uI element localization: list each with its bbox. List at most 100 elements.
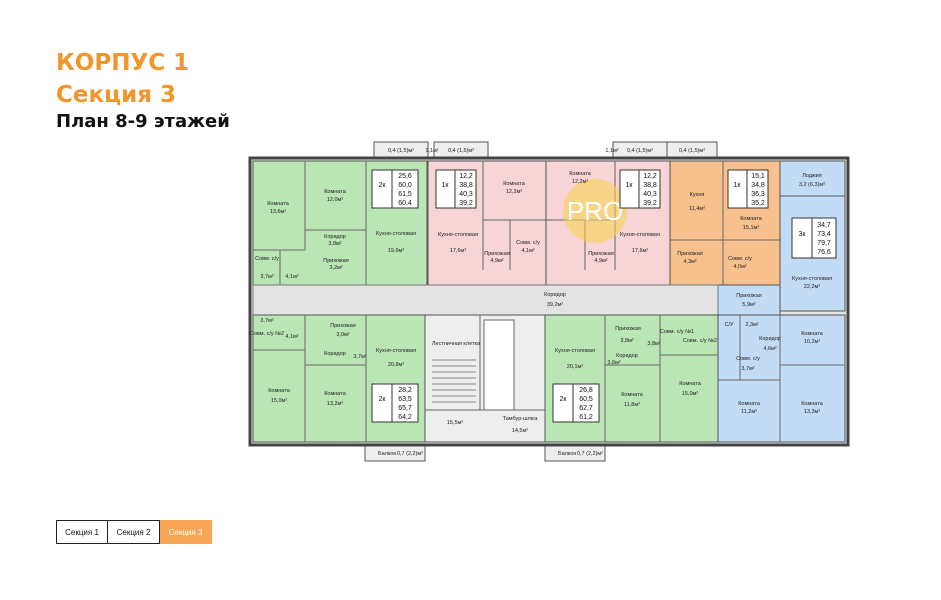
hall-label: Прихожая [615, 326, 641, 332]
room-area: 12,2м² [572, 179, 588, 185]
bath-label: Совм. с/у [516, 240, 540, 246]
hall-area: 3,0м² [336, 332, 349, 338]
svg-text:61,5: 61,5 [398, 191, 412, 198]
svg-text:26,8: 26,8 [579, 387, 593, 394]
balcony-area: 0,7 (2,2)м² [577, 451, 603, 457]
room-area: 15,0м² [682, 391, 698, 397]
kitchen-dining-label: Кухня-столовая [438, 232, 478, 238]
room-area: 15,1м² [743, 225, 759, 231]
watermark-circle [563, 179, 627, 243]
stairs-area: 15,5м² [447, 420, 463, 426]
hall-area: 5,9м² [742, 302, 755, 308]
svg-text:25,6: 25,6 [398, 173, 412, 180]
balcony-area: 1,1м² [605, 148, 618, 154]
kitchen-dining-area: 20,8м² [388, 362, 404, 368]
balcony-area: 0,4 (1,5)м² [679, 148, 705, 154]
bath-area: 3,7м² [741, 366, 754, 372]
corridor-area: 4,6м² [763, 346, 776, 352]
bath-area: 4,1м² [285, 334, 298, 340]
room-area: 12,0м² [327, 197, 343, 203]
corridor-area: 3,8м² [328, 241, 341, 247]
room-area: 13,3м² [804, 409, 820, 415]
floor-plan-title: План 8-9 этажей [56, 111, 230, 132]
bath-area: 4,1м² [521, 248, 534, 254]
bath-area: 4,0м² [733, 264, 746, 270]
kitchen-dining-area: 20,1м² [567, 364, 583, 370]
bath-area: 3,8м² [647, 341, 660, 347]
kitchen-label: Кухня [690, 192, 705, 198]
svg-text:12,2: 12,2 [459, 173, 473, 180]
svg-text:65,7: 65,7 [398, 405, 412, 412]
hall-area: 4,3м² [683, 259, 696, 265]
bath-label: Совм. с/у №1 [660, 329, 694, 335]
kitchen-dining-label: Кухня-столовая [376, 348, 416, 354]
section-tabs: Секция 1 Секция 2 Секция 3 [56, 520, 212, 544]
balcony-label: Балкон [378, 451, 396, 457]
svg-text:36,3: 36,3 [751, 191, 765, 198]
corridor-label: Коридор [544, 292, 566, 298]
kitchen-dining-label: Кухня-столовая [620, 232, 660, 238]
svg-text:2к: 2к [560, 396, 568, 403]
hall-area: 4,9м² [594, 258, 607, 264]
svg-text:1к: 1к [442, 182, 450, 189]
svg-text:3к: 3к [799, 231, 807, 238]
room-label: Комната [738, 401, 760, 407]
svg-text:1к: 1к [734, 182, 742, 189]
svg-text:15,1: 15,1 [751, 173, 765, 180]
balcony-area: 0,7 (2,2)м² [397, 451, 423, 457]
lobby-label: Тамбур-шлюз [503, 416, 538, 422]
room-area: 15,0м² [271, 398, 287, 404]
balcony-area: 1,1м² [425, 148, 438, 154]
svg-text:39,2: 39,2 [643, 200, 657, 207]
room-label: Комната [503, 181, 525, 187]
room-label: Комната [569, 171, 591, 177]
corridor-label: Коридор [324, 234, 346, 240]
hall-area: 3,8м² [620, 338, 633, 344]
room-area: 12,2м² [506, 189, 522, 195]
tab-section-3[interactable]: Секция 3 [160, 520, 212, 544]
kitchen-dining-area: 22,2м² [804, 284, 820, 290]
svg-text:1к: 1к [626, 182, 634, 189]
svg-text:60,5: 60,5 [579, 396, 593, 403]
bath-label: Совм. с/у [255, 256, 279, 262]
svg-text:40,3: 40,3 [459, 191, 473, 198]
hall-label: Прихожая [484, 251, 510, 257]
svg-text:79,7: 79,7 [817, 240, 831, 247]
room-area: 13,2м² [327, 401, 343, 407]
hall-area: 3,2м² [329, 265, 342, 271]
room-label: Комната [679, 381, 701, 387]
svg-text:73,4: 73,4 [817, 231, 831, 238]
room-label: Комната [267, 201, 289, 207]
svg-text:12,2: 12,2 [643, 173, 657, 180]
apartment-3-summary: 1к 12,2 38,8 40,3 39,2 [619, 169, 661, 209]
room-label: Комната [740, 216, 762, 222]
tab-section-2[interactable]: Секция 2 [108, 520, 160, 544]
tab-section-1[interactable]: Секция 1 [56, 520, 108, 544]
kitchen-dining-area: 17,6м² [632, 248, 648, 254]
balcony-label: Балкон [558, 451, 576, 457]
svg-text:61,2: 61,2 [579, 414, 593, 421]
room-label: Комната [324, 189, 346, 195]
kitchen-dining-label: Кухня-столовая [376, 231, 416, 237]
apartment-4-summary: 1к 15,1 34,8 36,3 35,2 [727, 169, 769, 209]
loggia-label: Лоджия [802, 173, 822, 179]
room-area: 11,8м² [624, 402, 640, 408]
bath-label: Совм. с/у [736, 356, 760, 362]
kitchen-dining-label: Кухня-столовая [792, 276, 832, 282]
apartment-5[interactable] [717, 314, 846, 443]
room-label: Комната [268, 388, 290, 394]
svg-text:38,8: 38,8 [643, 182, 657, 189]
svg-text:34,7: 34,7 [817, 222, 831, 229]
corridor-area: 3,6м² [607, 360, 620, 366]
balcony-area: 0,4 (1,5)м² [388, 148, 414, 154]
bath-label: Совм. с/у №2 [683, 338, 717, 344]
svg-text:34,8: 34,8 [751, 182, 765, 189]
kitchen-area: 11,4м² [689, 206, 705, 212]
wc-label: С/У [725, 322, 735, 328]
svg-text:35,2: 35,2 [751, 200, 765, 207]
elevator-shaft [483, 319, 515, 411]
building-title: КОРПУС 1 [56, 50, 190, 76]
room-area: 10,2м² [804, 339, 820, 345]
svg-text:40,3: 40,3 [643, 191, 657, 198]
